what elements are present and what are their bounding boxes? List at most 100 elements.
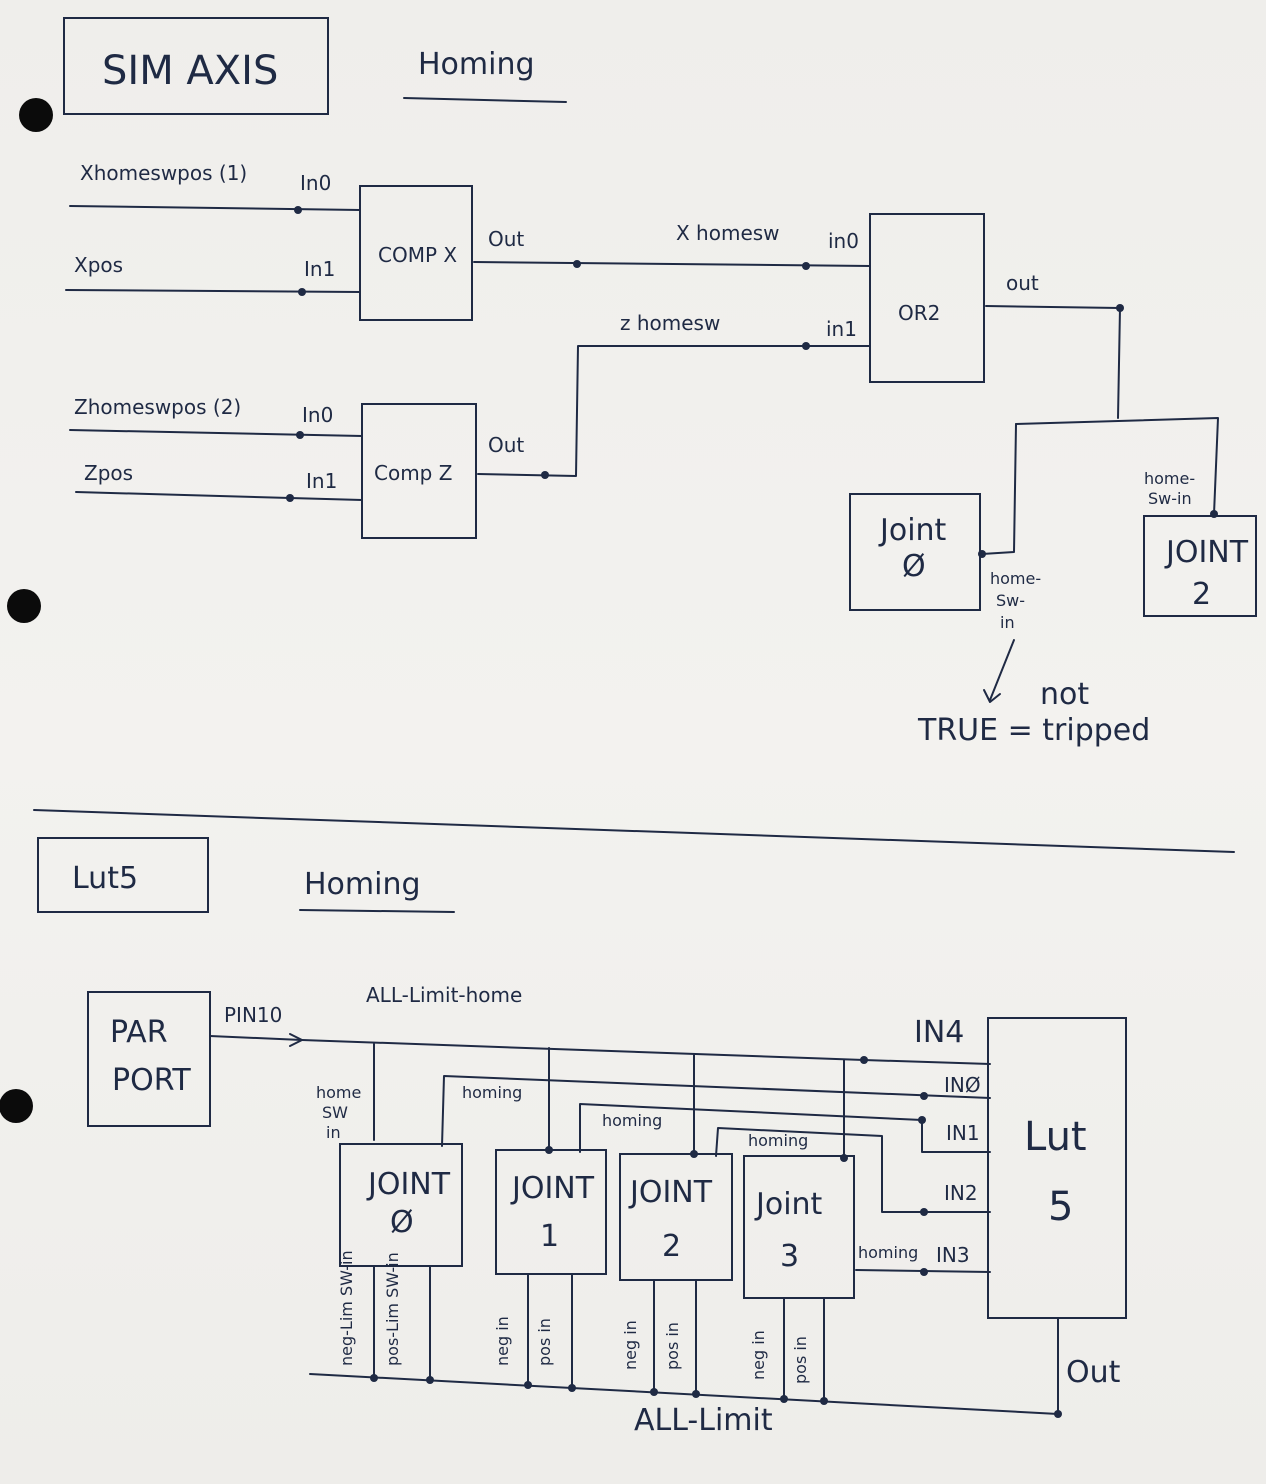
joint1-number: 1 <box>540 1219 559 1254</box>
top-joint2-label: JOINT <box>1164 535 1249 570</box>
joint0-homesw-label-2: Sw- <box>996 591 1025 610</box>
joint0-neg-lim-label: neg-Lim SW-in <box>337 1250 356 1366</box>
pin10-label: PIN10 <box>224 1003 282 1027</box>
zhomeswpos-wire <box>69 429 363 437</box>
xhomesw-signal-label: X homesw <box>676 221 780 245</box>
joint3-neg-in-label: neg in <box>749 1330 768 1380</box>
lut5-block <box>987 1017 1127 1319</box>
bottom-homing-underline <box>299 909 455 913</box>
note-not: not <box>1040 677 1089 712</box>
top-homing-underline <box>403 97 567 103</box>
compz-in0-label: In0 <box>302 403 333 427</box>
binder-hole-top <box>19 98 53 132</box>
lut5-title: Lut5 <box>72 861 138 896</box>
note-arrow-head <box>983 689 1001 703</box>
all-limit-home-wire <box>209 1035 991 1065</box>
compx-label: COMP X <box>378 243 457 267</box>
or2-out-label: out <box>1006 271 1039 295</box>
lut5-title-box <box>37 837 209 913</box>
zpos-wire <box>75 491 363 501</box>
top-joint0-block <box>849 493 981 611</box>
top-homing-heading: Homing <box>418 47 535 82</box>
all-limit-node-5 <box>650 1388 658 1396</box>
compz-label: Comp Z <box>374 461 452 485</box>
compx-in0-label: In0 <box>300 171 331 195</box>
compz-in1-node <box>286 494 294 502</box>
joint2-homing-label: homing <box>748 1131 808 1150</box>
joint3-pos-in-label: pos in <box>791 1336 810 1384</box>
bottom-homing-heading: Homing <box>304 867 421 902</box>
all-limit-node-4 <box>568 1384 576 1392</box>
home-sw-in-label-2: SW <box>322 1103 348 1122</box>
compx-in1-node <box>298 288 306 296</box>
top-joint0-label: Joint <box>878 513 947 548</box>
xpos-label: Xpos <box>74 253 123 277</box>
lut-in3-label: IN3 <box>936 1243 970 1267</box>
zhomesw-signal-label: z homesw <box>620 311 720 335</box>
joint1-label: JOINT <box>510 1171 595 1206</box>
all-limit-node-3 <box>524 1381 532 1389</box>
top-joint0-number: Ø <box>902 549 926 584</box>
home-sw-in-label-1: home <box>316 1083 361 1102</box>
lut-out-node <box>1054 1410 1062 1418</box>
zhomesw-wire <box>477 345 871 477</box>
section-divider <box>33 809 1235 853</box>
joint1-homing-label: homing <box>602 1111 662 1130</box>
compz-out-node <box>541 471 549 479</box>
joint3-number: 3 <box>780 1239 799 1274</box>
joint2-pos-in-label: pos in <box>663 1322 682 1370</box>
or2-block <box>869 213 985 383</box>
note-arrow-line <box>989 639 1015 701</box>
or2-out-node <box>1116 304 1124 312</box>
or2-in0-node <box>802 262 810 270</box>
joint0-block <box>339 1143 463 1267</box>
joint2-homesw-label-1: home- <box>1144 469 1195 488</box>
sim-axis-title-box <box>63 17 329 115</box>
zpos-label: Zpos <box>84 461 133 485</box>
joint2-label: JOINT <box>628 1175 713 1210</box>
joint2-block <box>619 1153 733 1281</box>
in2-node <box>920 1208 928 1216</box>
joint0-label: JOINT <box>366 1167 451 1202</box>
lut-in4-label: IN4 <box>914 1015 964 1050</box>
joint3-homing-label: homing <box>858 1243 918 1262</box>
joint0-homing-wire <box>441 1075 991 1147</box>
joint2-homing-wire <box>715 1127 991 1213</box>
joint1-block <box>495 1149 607 1275</box>
compz-in1-label: In1 <box>306 469 337 493</box>
zhomeswpos-label: Zhomeswpos (2) <box>74 395 241 419</box>
lut-in0-label: INØ <box>944 1073 981 1097</box>
lut5-out-label: Out <box>1066 1355 1121 1390</box>
all-limit-home-label: ALL-Limit-home <box>366 983 522 1007</box>
lut-in1-label: IN1 <box>946 1121 980 1145</box>
all-limit-node-8 <box>820 1397 828 1405</box>
in1-node <box>918 1116 926 1124</box>
xhomesw-wire <box>473 261 871 267</box>
all-limit-node-6 <box>692 1390 700 1398</box>
lut5-block-label: Lut <box>1024 1114 1087 1160</box>
binder-hole-middle <box>7 589 41 623</box>
all-limit-wire <box>309 1317 1059 1415</box>
binder-hole-bottom <box>0 1089 33 1123</box>
all-limit-node-1 <box>370 1374 378 1382</box>
note-true-tripped: TRUE = tripped <box>917 713 1150 748</box>
joint0-pos-lim-label: pos-Lim SW-in <box>383 1252 402 1366</box>
pin10-arrow <box>289 1033 303 1047</box>
all-limit-node-7 <box>780 1395 788 1403</box>
or2-in1-node <box>802 342 810 350</box>
joint3-block <box>743 1155 855 1299</box>
joint2-homesw-label-2: Sw-in <box>1148 489 1192 508</box>
joint2-number: 2 <box>662 1229 681 1264</box>
all-limit-node-2 <box>426 1376 434 1384</box>
in0-node <box>920 1092 928 1100</box>
lut5-block-number: 5 <box>1048 1184 1073 1230</box>
joint2-neg-in-label: neg in <box>621 1320 640 1370</box>
sim-axis-title: SIM AXIS <box>102 48 278 94</box>
compx-out-node <box>573 260 581 268</box>
top-joint2-block <box>1143 515 1257 617</box>
joint1-pos-in-label: pos in <box>535 1318 554 1366</box>
home-sw-in-label-3: in <box>326 1123 341 1142</box>
in3-node <box>920 1268 928 1276</box>
top-joint2-number: 2 <box>1192 577 1211 612</box>
